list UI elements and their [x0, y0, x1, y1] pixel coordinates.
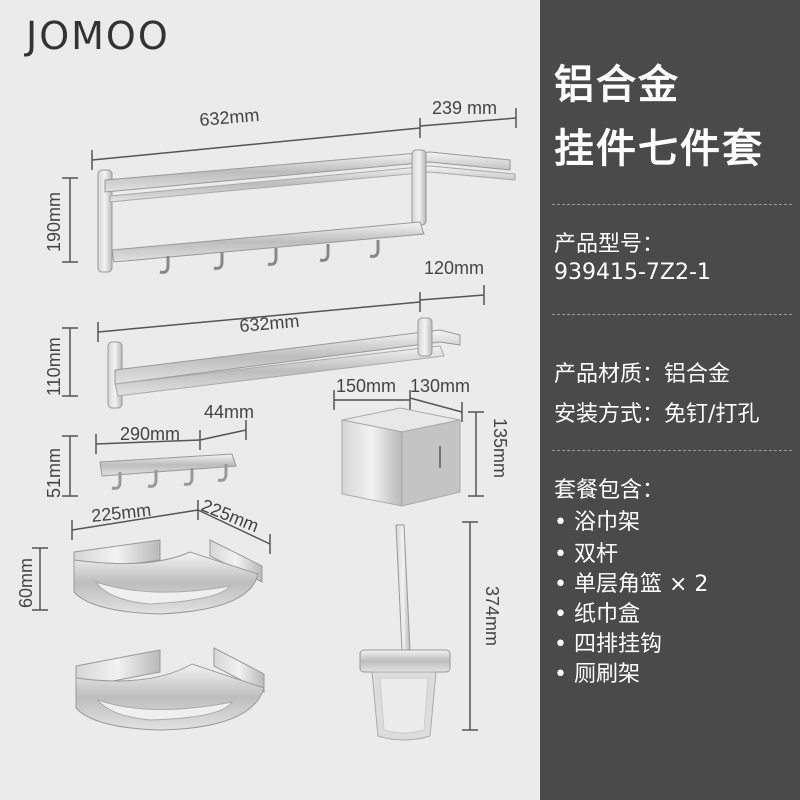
toilet-brush-drawing — [359, 521, 478, 741]
hook-length-label: 290mm — [120, 424, 180, 444]
package-item: • 纸巾盒 — [554, 602, 640, 627]
corner-basket-side-b-label: 225mm — [199, 495, 262, 536]
divider — [552, 450, 792, 451]
bullet-icon: • — [554, 510, 567, 535]
double-bar-drawing — [62, 285, 485, 409]
tissue-box-height-label: 135mm — [490, 418, 510, 478]
divider — [552, 204, 792, 205]
double-bar-depth-label: 120mm — [424, 258, 484, 278]
package-item: • 四排挂钩 — [554, 632, 662, 657]
divider — [552, 314, 792, 315]
hook-drawing — [62, 420, 247, 497]
package-item: • 单层角篮 × 2 — [554, 572, 709, 597]
product-info-panel: 铝合金 挂件七件套 产品型号： 939415-7Z2-1 产品材质：铝合金 安装… — [540, 0, 800, 800]
bullet-icon: • — [554, 572, 567, 597]
double-bar-height-label: 110mm — [44, 337, 64, 396]
product-drawing: 632mm 239 mm 190mm 632mm 120mm 110mm 290… — [16, 98, 517, 741]
product-illustration-panel: JOMOO — [0, 0, 540, 800]
tissue-box-width-label: 150mm — [336, 376, 396, 396]
package-item: • 厕刷架 — [554, 662, 640, 687]
tissue-box-drawing — [333, 390, 484, 507]
hook-height-label: 51mm — [44, 448, 64, 498]
model-label: 产品型号： — [554, 232, 665, 257]
bullet-icon: • — [554, 632, 567, 657]
hook-depth-label: 44mm — [204, 402, 254, 422]
brand-logo: JOMOO — [26, 14, 170, 58]
double-bar-length-label: 632mm — [239, 311, 301, 336]
bullet-icon: • — [554, 602, 567, 627]
product-title-line1: 铝合金 — [554, 62, 680, 108]
towel-rack-drawing — [62, 108, 517, 274]
tissue-box-depth-label: 130mm — [410, 376, 470, 396]
towel-rack-depth-label: 239 mm — [432, 98, 497, 118]
model-value: 939415-7Z2-1 — [554, 260, 711, 285]
bullet-icon: • — [554, 542, 567, 567]
install-text: 安装方式：免钉/打孔 — [554, 402, 760, 427]
corner-basket-drawing-1 — [32, 500, 271, 615]
towel-rack-length-label: 632mm — [199, 105, 261, 130]
bullet-icon: • — [554, 662, 567, 687]
corner-basket-side-a-label: 225mm — [90, 500, 152, 526]
package-item: • 浴巾架 — [554, 510, 640, 535]
product-title-line2: 挂件七件套 — [554, 126, 764, 172]
corner-basket-height-label: 60mm — [16, 558, 36, 608]
toilet-brush-height-label: 374mm — [482, 586, 502, 646]
package-label: 套餐包含： — [554, 478, 665, 503]
towel-rack-height-label: 190mm — [44, 192, 64, 252]
corner-basket-drawing-2 — [75, 647, 265, 731]
material-text: 产品材质：铝合金 — [554, 362, 731, 387]
package-item: • 双杆 — [554, 542, 618, 567]
